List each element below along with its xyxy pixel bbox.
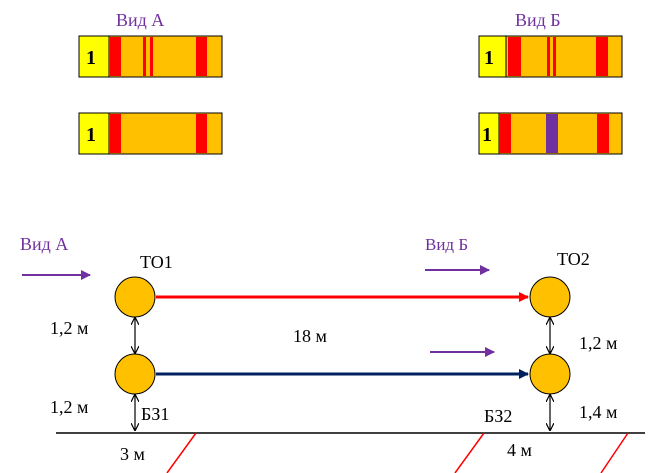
red-stripe	[547, 37, 550, 76]
view-b-label: Вид Б	[425, 235, 468, 254]
view-a-panel-upper: 1	[78, 35, 223, 78]
red-stripe	[150, 37, 153, 76]
to1-label: ТО1	[140, 252, 173, 272]
left-upper-height: 1,2 м	[50, 318, 88, 338]
ground-hatch	[454, 432, 485, 473]
badge-number: 1	[86, 124, 96, 146]
node-to1	[114, 276, 156, 318]
node-bz2-upper	[529, 353, 571, 395]
left-lower-height: 1,2 м	[50, 397, 88, 417]
ground-hatch	[166, 432, 197, 473]
badge	[478, 35, 507, 78]
red-stripe	[499, 114, 511, 153]
view-b-panel-lower: 1	[478, 112, 623, 155]
view-b-panel-upper: 1	[478, 35, 623, 78]
span-length-label: 18 м	[293, 326, 327, 346]
red-stripe	[196, 114, 207, 153]
red-stripe	[110, 37, 121, 76]
right-upper-height: 1,2 м	[579, 333, 617, 353]
left-offset-label: 3 м	[120, 444, 145, 464]
bz1-label: БЗ1	[141, 404, 169, 424]
bz2-label: БЗ2	[484, 406, 512, 426]
right-lower-height: 1,4 м	[579, 402, 617, 422]
red-stripe	[110, 114, 121, 153]
right-offset-label: 4 м	[507, 440, 532, 460]
view-a-title: Вид А	[116, 10, 164, 30]
badge	[78, 35, 110, 78]
badge-number: 1	[482, 124, 492, 146]
purple-stripe	[546, 114, 558, 153]
red-stripe	[143, 37, 146, 76]
to2-label: ТО2	[557, 249, 590, 269]
view-a-label: Вид А	[20, 234, 68, 254]
view-a-panel-lower: 1	[78, 112, 223, 155]
node-to2	[529, 276, 571, 318]
badge-number: 1	[86, 47, 96, 69]
red-stripe	[596, 37, 608, 76]
red-stripe	[196, 37, 207, 76]
red-stripe	[597, 114, 609, 153]
badge	[78, 112, 110, 155]
view-b-title: Вид Б	[515, 10, 561, 30]
red-stripe	[508, 37, 521, 76]
node-bz1-upper	[114, 353, 156, 395]
badge-number: 1	[484, 47, 494, 69]
ground-hatch	[600, 432, 629, 473]
red-stripe	[553, 37, 556, 76]
